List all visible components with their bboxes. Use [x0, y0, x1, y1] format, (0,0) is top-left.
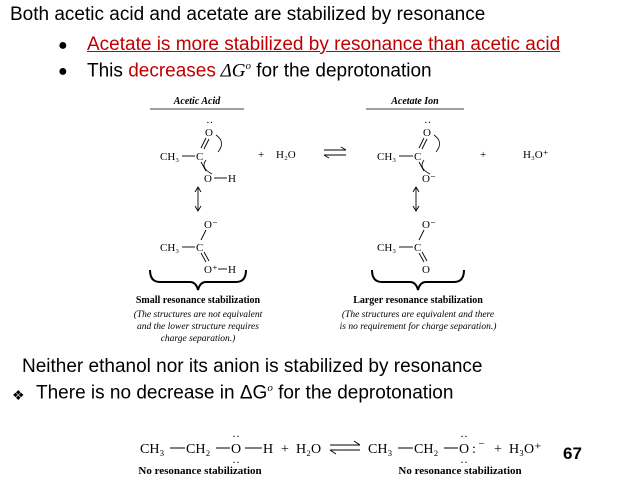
atom-c: C [196, 242, 203, 254]
atom-ch3: CH₃ [377, 242, 396, 254]
hydronium-ion: H₃O⁺ [523, 149, 549, 161]
page-number: 67 [563, 444, 582, 463]
bullet2-delta-g: ΔG [215, 60, 246, 82]
bullet-acetate-stabilized: Acetate is more stabilized by resonance … [87, 34, 560, 56]
diamond-bullet-icon: ❖ [12, 387, 25, 403]
svg-text:··: ·· [460, 455, 468, 469]
atom-o-neg: O⁻ [422, 219, 436, 231]
eq-hydronium: H₃O⁺ [509, 442, 542, 457]
acetate-ion-title: Acetate Ion [390, 96, 439, 107]
eq-ch2: CH₂ [186, 442, 210, 457]
bullet-acetate-text: Acetate is more stabilized by resonance … [87, 34, 561, 55]
eq-ch2: CH₂ [414, 442, 438, 457]
acetic-acid-structure-1: O ·· CH₃ C O H [160, 117, 236, 185]
svg-text:··: ·· [232, 455, 240, 469]
right-brace-icon [371, 269, 465, 291]
svg-text::: : [472, 442, 476, 457]
svg-text:··: ·· [232, 429, 240, 443]
atom-o-pos: O⁺ [204, 264, 218, 276]
atom-h: H [228, 173, 236, 185]
ethanol-caption: No resonance stabilization [138, 465, 261, 477]
plus-sign: + [480, 149, 486, 161]
bullet2-text-b: for the deprotonation [250, 60, 432, 82]
bullet3-text-a: There is no decrease in ΔG [36, 382, 268, 404]
left-caption-line: and the lower structure requires [137, 322, 259, 332]
right-caption-title: Larger resonance stabilization [353, 295, 483, 306]
eq-plus: + [281, 442, 289, 457]
eq-o-anion: O [459, 442, 469, 457]
right-caption-line: is no requirement for charge separation.… [340, 321, 497, 332]
acetate-structure-1: O ·· CH₃ C O⁻ [377, 117, 440, 185]
left-caption-line: charge separation.) [161, 333, 236, 344]
plus-sign: + [258, 149, 264, 161]
equilibrium-arrow-icon [329, 440, 361, 455]
ethanol-equation: CH₃ CH₂ O ·· ·· H + H₂O CH₃ CH₂ O ·· ·· … [140, 429, 542, 469]
acetate-structure-2: O⁻ CH₃ C O [377, 219, 436, 276]
atom-o: O [422, 264, 430, 276]
bullet-dot-icon: ● [58, 37, 68, 54]
left-caption-title: Small resonance stabilization [136, 295, 261, 306]
heading-resonance: Both acetic acid and acetate are stabili… [10, 4, 486, 25]
bullet3-sup: o [267, 382, 273, 394]
equilibrium-arrow-icon [323, 146, 347, 159]
resonance-arrow-icon [194, 186, 202, 212]
eq-minus: – [478, 438, 485, 449]
eq-water: H₂O [296, 442, 321, 457]
atom-o: O [204, 173, 212, 185]
eq-h: H [263, 442, 273, 457]
svg-text:··: ·· [206, 117, 213, 129]
atom-o-neg: O⁻ [204, 219, 218, 231]
atom-o: O [423, 127, 431, 139]
bullet2-decreases: decreases [128, 60, 216, 82]
eq-ch3: CH₃ [140, 442, 164, 457]
bullet-decreases-dg: This decreases ΔGo for the deprotonation [87, 60, 432, 82]
bullet2-text-a: This [87, 60, 129, 82]
atom-h: H [228, 264, 236, 276]
bullet3-text-b: for the deprotonation [272, 382, 454, 404]
left-caption-line: (The structures are not equivalent [134, 309, 263, 320]
bullet-no-decrease: There is no decrease in ΔGo for the depr… [36, 382, 453, 404]
bullet-dot-icon: ● [58, 63, 68, 80]
atom-c: C [414, 242, 421, 254]
atom-o: O [205, 127, 213, 139]
eq-ch3: CH₃ [368, 442, 392, 457]
svg-text:··: ·· [460, 429, 468, 443]
bullet2-sup: o [245, 60, 251, 72]
ethanol-statement: Neither ethanol nor its anion is stabili… [22, 356, 483, 377]
ethoxide-caption: No resonance stabilization [398, 465, 521, 477]
right-caption-line: (The structures are equivalent and there [342, 309, 494, 320]
atom-c: C [196, 151, 203, 163]
acetic-acid-title: Acetic Acid [173, 96, 222, 107]
eq-o: O [231, 442, 241, 457]
eq-plus: + [494, 442, 502, 457]
left-brace-icon [149, 269, 247, 291]
atom-ch3: CH₃ [160, 242, 179, 254]
resonance-arrow-icon [412, 186, 420, 212]
atom-ch3: CH₃ [377, 151, 396, 163]
atom-o-neg: O⁻ [422, 173, 436, 185]
water-molecule: H₂O [276, 149, 296, 161]
svg-text:··: ·· [424, 117, 431, 129]
atom-c: C [414, 151, 421, 163]
acetic-acid-structure-2: O⁻ CH₃ C O⁺ H [160, 219, 236, 276]
atom-ch3: CH₃ [160, 151, 179, 163]
